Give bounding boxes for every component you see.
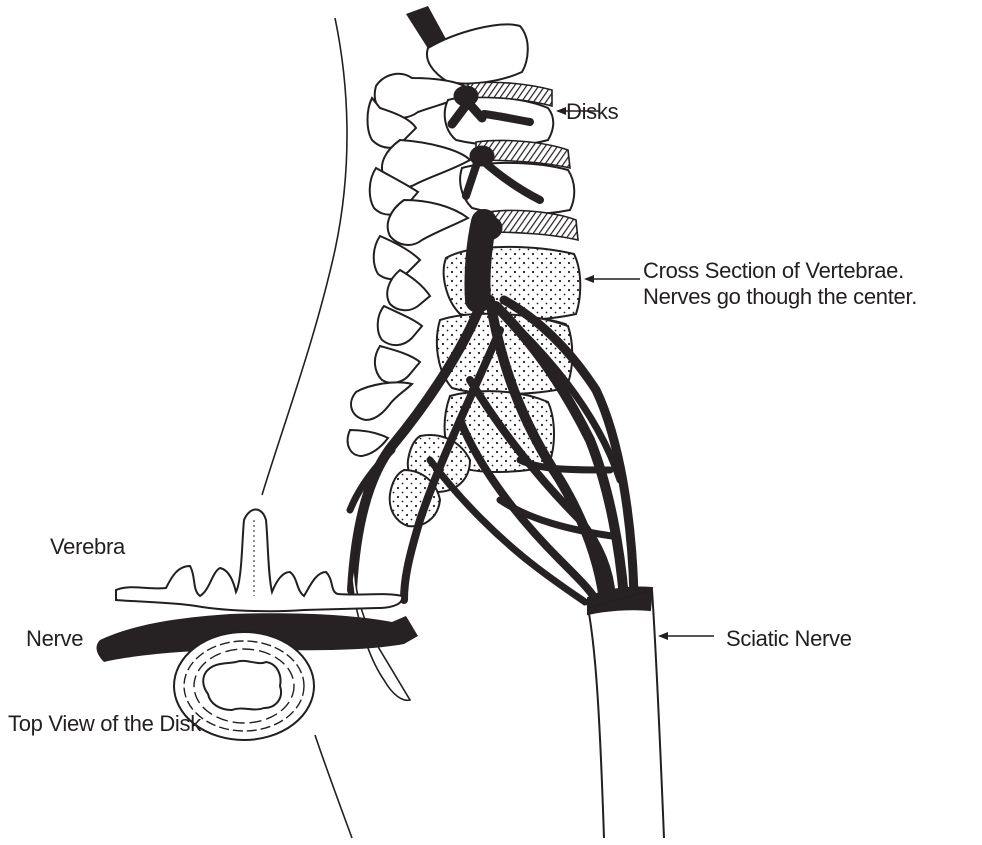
label-cross-section-line1: Cross Section of Vertebrae.: [643, 258, 917, 284]
label-sciatic-nerve: Sciatic Nerve: [726, 626, 852, 652]
body-outline-lower: [315, 735, 352, 838]
label-nerve: Nerve: [26, 626, 83, 652]
label-verebra: Verebra: [50, 534, 125, 560]
label-disks: Disks: [566, 99, 618, 125]
body-outline: [262, 18, 347, 495]
label-cross-section-line2: Nerves go though the center.: [643, 284, 917, 310]
sciatic-nerve-trunk: [588, 590, 664, 838]
label-top-view-of-disk: Top View of the Disk: [8, 711, 201, 737]
label-cross-section: Cross Section of Vertebrae. Nerves go th…: [643, 258, 917, 310]
